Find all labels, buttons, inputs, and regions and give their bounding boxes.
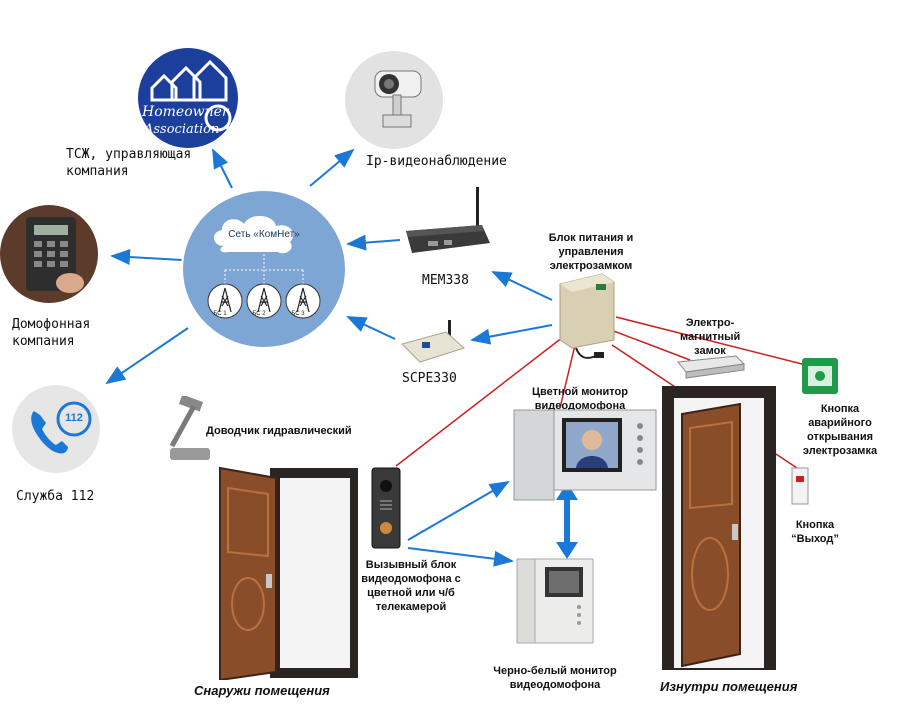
service112-number: 112 [65, 412, 83, 424]
arrow-to-ipcam [309, 148, 355, 187]
arrow-to-hoa [212, 148, 233, 189]
maglock-device [677, 355, 746, 379]
intercom-panel-image [0, 205, 98, 303]
hoa-label: ТСЖ, управляющая компания [66, 147, 192, 179]
hoa-logo-line1: Homeowner [142, 104, 229, 120]
bs2-label: БС 2 [252, 311, 266, 317]
service112-label: Служба 112 [16, 489, 95, 504]
bw-monitor-device [516, 558, 594, 644]
call-panel-device [371, 467, 401, 549]
arrow-call-to-color [407, 480, 510, 541]
power-unit-device [559, 273, 615, 359]
outside-label: Снаружи помещения [194, 683, 330, 698]
antenna-icon [448, 320, 451, 346]
arrow-mem-to-hub [346, 234, 401, 251]
arrow-call-to-bw [407, 547, 514, 567]
maglock-label: Электро- магнитный замок [680, 317, 741, 357]
monitor-link-head-down [556, 542, 578, 559]
power-unit-label: Блок питания и управления электрозамком [548, 232, 634, 272]
bw-monitor-label: Черно-белый монитор видеодомофона [493, 665, 617, 691]
wire-power-call [395, 336, 564, 467]
keypad-icon [26, 217, 84, 293]
hoa-logo: Homeowner Association [138, 48, 238, 148]
door-closer-label: Доводчик гидравлический [206, 425, 352, 437]
arrow-power-to-scpe [470, 324, 553, 345]
handset-icon [513, 409, 555, 501]
arrow-to-intercom [110, 249, 183, 266]
arrow-to-112 [105, 327, 189, 385]
intercom-company-label: Домофонная компания [12, 317, 91, 349]
hoa-logo-line2: Association [144, 122, 220, 137]
mem338-device [406, 187, 490, 253]
emergency-button-device [802, 358, 838, 394]
arrow-scpe-to-hub [346, 316, 396, 340]
arrow-power-to-mem [491, 271, 553, 301]
base-station-2-icon [246, 283, 282, 319]
bs1-label: БС 1 [213, 311, 227, 317]
call-unit-label: Вызывный блок видеодомофона с цветной ил… [361, 559, 461, 613]
exit-button-device [791, 467, 809, 505]
wire-power-maglock [610, 329, 691, 361]
inside-label: Изнутри помещения [660, 679, 798, 694]
network-label: Сеть «КомНет» [228, 229, 300, 240]
wire-power-emergency [615, 316, 807, 366]
ipcam-image [345, 51, 443, 149]
inside-door [662, 386, 776, 670]
handset-icon [516, 558, 536, 644]
outside-door [219, 466, 358, 680]
color-monitor-device [513, 409, 657, 501]
service112-image: 112 [12, 385, 100, 473]
wire-power-monitor [559, 344, 576, 409]
network-hub [181, 189, 347, 349]
bs3-label: БС 3 [291, 311, 305, 317]
cloud-icon [213, 215, 294, 254]
monitor-link-head-up [556, 483, 578, 500]
scpe330-device [401, 320, 465, 363]
ipcam-label: Ip-видеонаблюдение [366, 154, 507, 169]
mem338-label: MEM338 [422, 273, 469, 288]
base-station-3-icon [285, 283, 321, 319]
antenna-icon [476, 187, 479, 231]
color-monitor-label: Цветной монитор видеодомофона [532, 386, 628, 412]
camera-icon [374, 70, 422, 128]
exit-button-label: Кнопка “Выход” [791, 519, 839, 545]
base-station-1-icon [207, 283, 243, 319]
emergency-button-label: Кнопка аварийного открывания электрозамк… [802, 403, 878, 457]
phone-icon [31, 401, 92, 454]
scpe330-label: SCPE330 [402, 371, 457, 386]
door-closer-device [169, 396, 210, 460]
